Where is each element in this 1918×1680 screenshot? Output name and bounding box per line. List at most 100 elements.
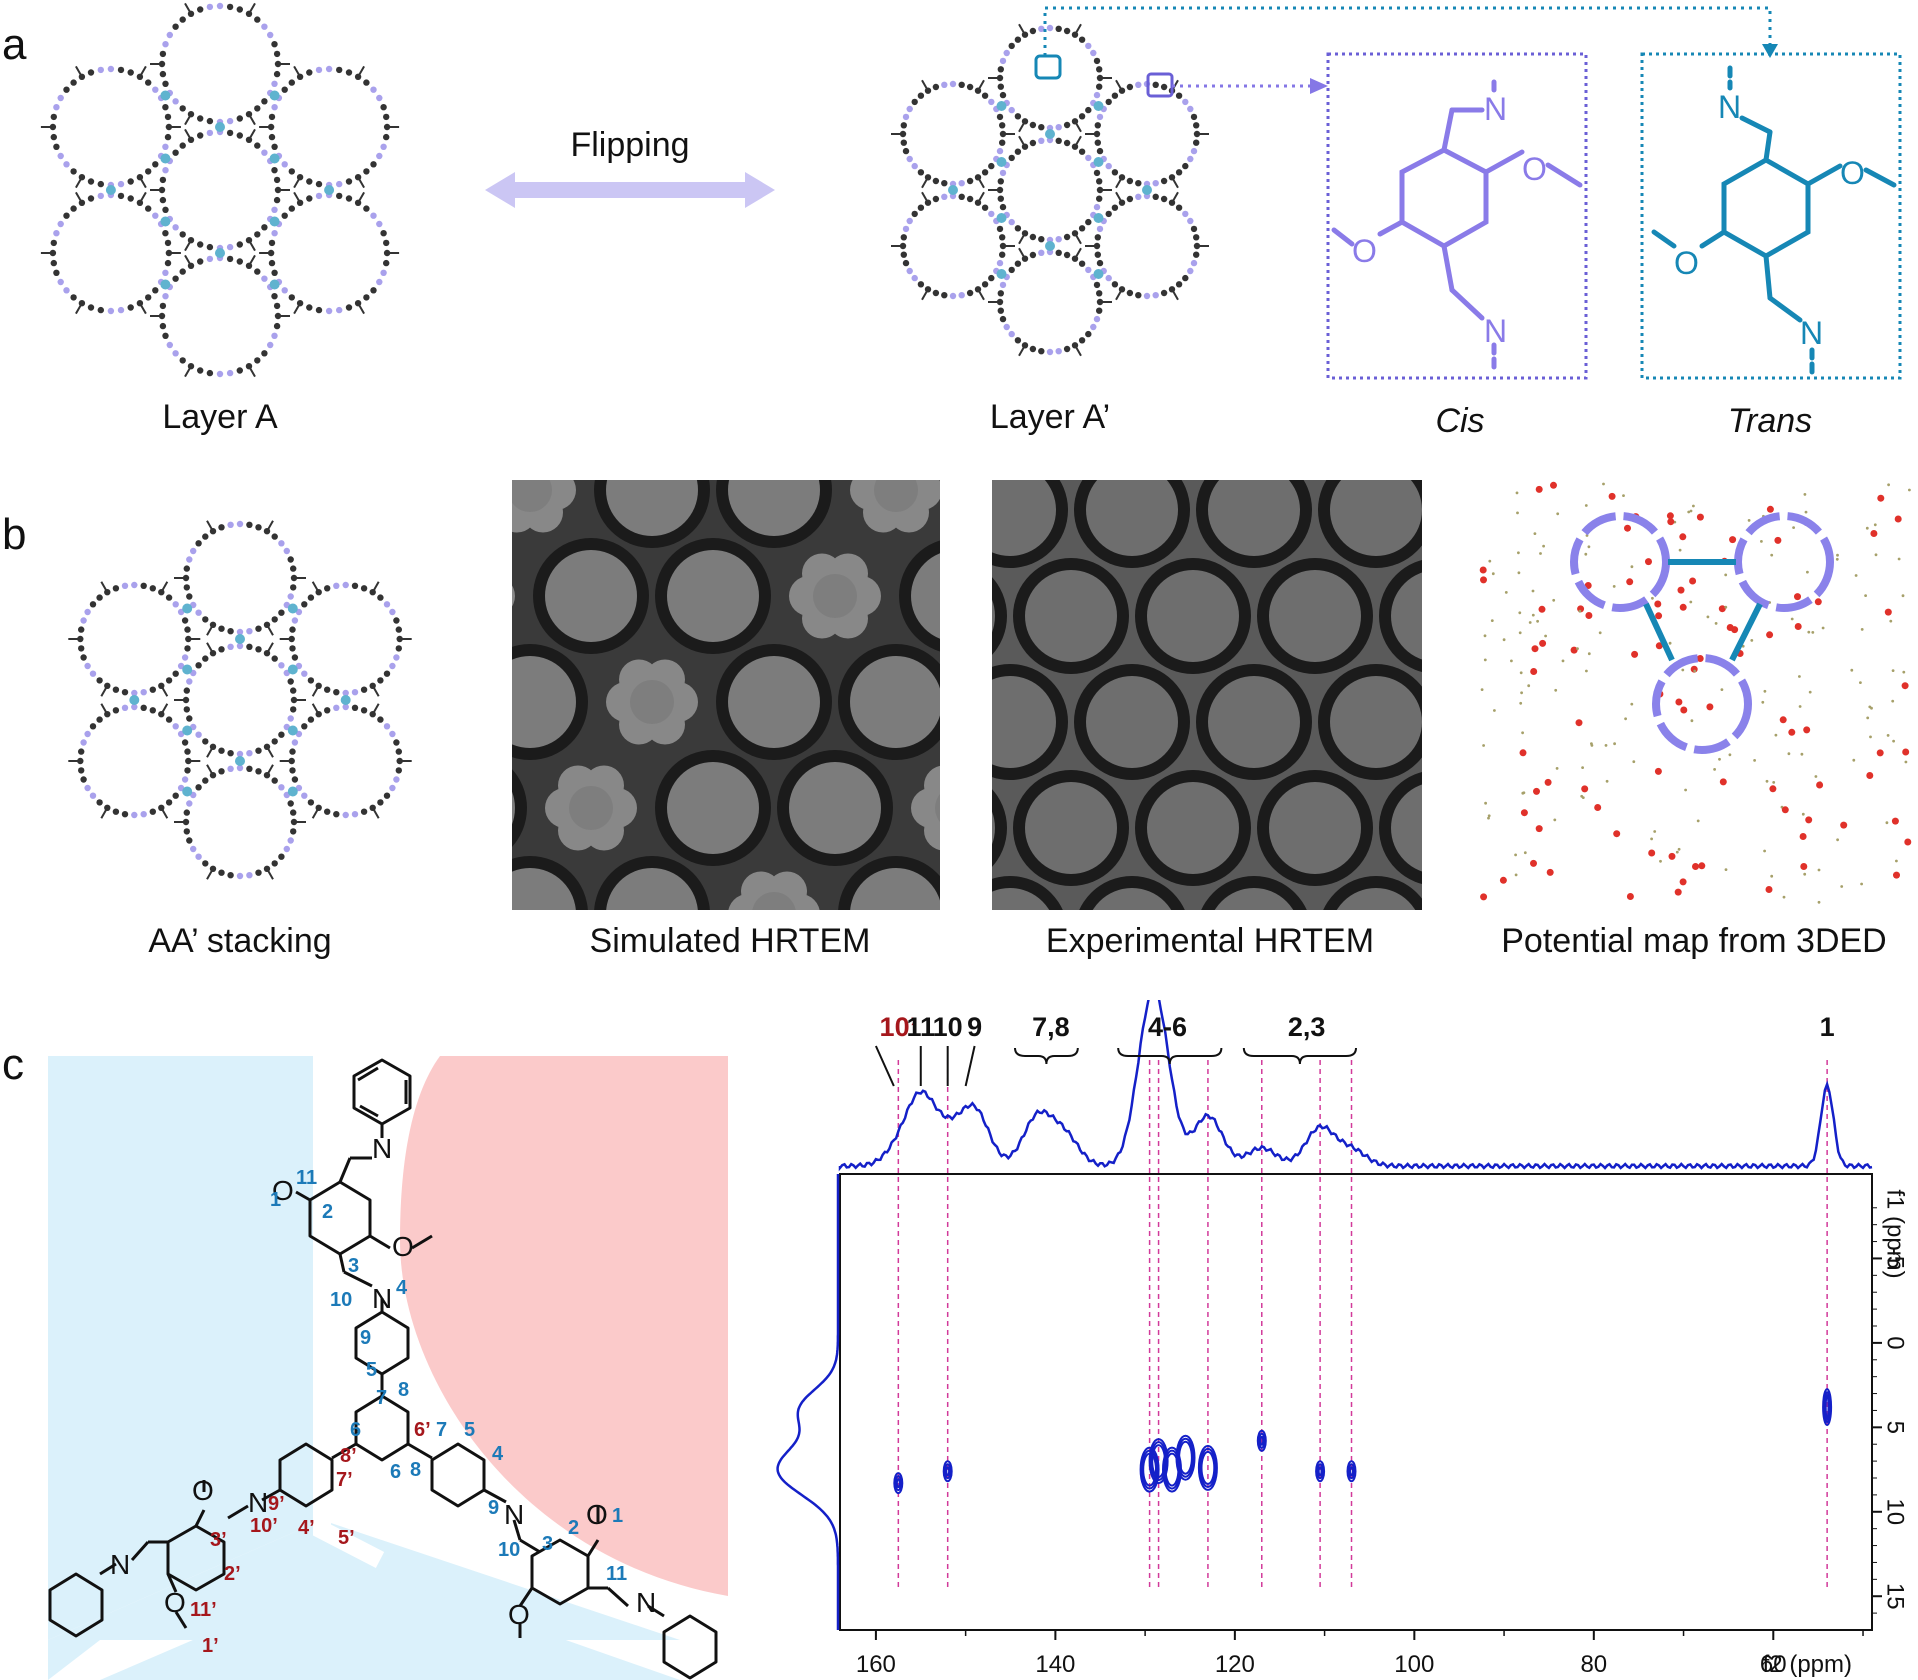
x-tick-label: 100 (1394, 1651, 1434, 1678)
mol-number-label-prime: 7’ (336, 1469, 353, 1491)
cis-caption: Cis (1435, 402, 1485, 440)
peak-arrow (874, 1045, 895, 1087)
mol-number-label-prime: 8’ (340, 1445, 357, 1467)
mol-number-label: 10 (498, 1539, 520, 1561)
correlation-peak (1347, 1463, 1356, 1480)
mol-number-label: 8 (410, 1459, 421, 1481)
correlation-peak (1197, 1444, 1218, 1491)
panel-letter-b: b (2, 510, 27, 559)
trans-o-right: O (1840, 155, 1865, 191)
correlation-peak (1178, 1440, 1193, 1475)
correlation-peak (1259, 1435, 1265, 1446)
mol-number-label-prime: 10’ (250, 1515, 278, 1537)
peak-label: 7,8 (1032, 1012, 1070, 1042)
mol-o-top-right: O (392, 1231, 414, 1262)
potential-map-caption: Potential map from 3DED (1501, 922, 1887, 960)
correlation-peak (942, 1460, 953, 1483)
potential-map-image (1478, 480, 1914, 910)
mol-number-label-prime: 11’ (190, 1599, 217, 1621)
mol-number-label-prime: 9’ (268, 1493, 285, 1515)
mol-number-label-prime: 3’ (210, 1529, 227, 1551)
correlation-peak (1140, 1449, 1159, 1490)
mol-o-right-bottom: O (508, 1599, 530, 1630)
mol-number-label-prime: 1’ (202, 1635, 219, 1657)
mol-number-label-prime: 4’ (298, 1517, 315, 1539)
correlation-peak (895, 1478, 901, 1489)
peak-label: 4-6 (1148, 1012, 1187, 1042)
peak-arrow (964, 1045, 976, 1087)
trans-connector (1043, 6, 1772, 56)
peak-bracket (1242, 1047, 1357, 1065)
mol-number-label: 11 (606, 1563, 627, 1585)
correlation-peak (1317, 1466, 1323, 1477)
correlation-peak (893, 1472, 904, 1495)
correlation-peak (1256, 1429, 1267, 1452)
mol-number-label: 4 (492, 1443, 504, 1465)
mol-number-label: 3 (542, 1533, 553, 1555)
y-tick-label: 10 (1882, 1498, 1909, 1525)
mol-o-left-bottom: O (164, 1587, 186, 1618)
mol-number-label: 2 (322, 1201, 333, 1223)
mol-number-label: 5 (366, 1359, 377, 1381)
peak-label: 2,3 (1288, 1012, 1326, 1042)
mol-number-label: 9 (360, 1327, 371, 1349)
aa-stacking-caption: AA’ stacking (148, 922, 332, 960)
mol-o-left-top: O (192, 1475, 214, 1506)
mol-number-label: 7 (376, 1387, 387, 1409)
correlation-peak (1346, 1460, 1357, 1483)
plot-frame (839, 1173, 1873, 1631)
peak-bracket (1013, 1047, 1079, 1065)
trans-caption: Trans (1727, 402, 1813, 440)
correlation-peak (1316, 1463, 1324, 1480)
mol-number-label-prime: 6’ (414, 1419, 431, 1441)
mol-number-label-prime: 5’ (338, 1527, 355, 1549)
simulated-hrtem-caption: Simulated HRTEM (589, 922, 871, 960)
mol-o-right: O (586, 1499, 608, 1530)
y-tick-label: -5 (1882, 1248, 1909, 1269)
mol-number-label: 6 (390, 1461, 401, 1483)
panel-letter-a: a (2, 20, 27, 69)
mol-n-top: N (372, 1133, 392, 1164)
layer-a-prime-network (891, 23, 1209, 357)
y-tick-label: 0 (1882, 1336, 1909, 1349)
mol-n-left: N (248, 1487, 268, 1518)
trans-structure (1651, 65, 1897, 375)
correlation-peak (1148, 1438, 1169, 1485)
mol-number-label: 4 (396, 1277, 408, 1299)
correlation-peak (1175, 1434, 1196, 1481)
x-tick-label: 140 (1035, 1651, 1075, 1678)
f1-projection-trace (776, 1174, 840, 1630)
cis-n-bottom: N (1484, 313, 1507, 349)
simulated-hrtem-image (512, 480, 940, 910)
correlation-peak (1139, 1446, 1160, 1493)
flipping-arrow (485, 172, 775, 208)
correlation-peak (1200, 1450, 1216, 1485)
mol-number-label: 5 (464, 1419, 475, 1441)
cis-box (1326, 52, 1588, 380)
mol-n-9: N (372, 1283, 392, 1314)
peak-label: 10 (933, 1012, 963, 1042)
correlation-peak (1824, 1394, 1830, 1421)
experimental-hrtem-image (992, 480, 1422, 910)
cis-selection-box (1146, 72, 1174, 98)
peak-label: 11 (906, 1012, 935, 1042)
experimental-hrtem-caption: Experimental HRTEM (1045, 922, 1375, 960)
peak-bracket (1117, 1047, 1223, 1065)
mol-number-label: 6 (350, 1419, 361, 1441)
mol-n-right-end: N (636, 1587, 656, 1618)
y-tick-label: 5 (1882, 1421, 1909, 1434)
correlation-peak (1176, 1437, 1195, 1478)
mol-n-9-right: N (504, 1499, 524, 1530)
trans-n-top: N (1718, 89, 1741, 125)
x-tick-label: 60 (1760, 1651, 1787, 1678)
aa-stacking-network (68, 520, 412, 880)
mol-number-label: 11 (296, 1167, 317, 1189)
mol-number-label: 3 (348, 1255, 359, 1277)
layer-a-network (40, 2, 400, 378)
correlation-peak (1199, 1447, 1217, 1488)
mol-number-label: 10 (330, 1289, 352, 1311)
layer-a-prime-caption: Layer A’ (989, 398, 1111, 436)
correlation-peak (1823, 1391, 1831, 1424)
flipping-label: Flipping (570, 126, 690, 164)
mol-number-label: 9 (488, 1497, 499, 1519)
